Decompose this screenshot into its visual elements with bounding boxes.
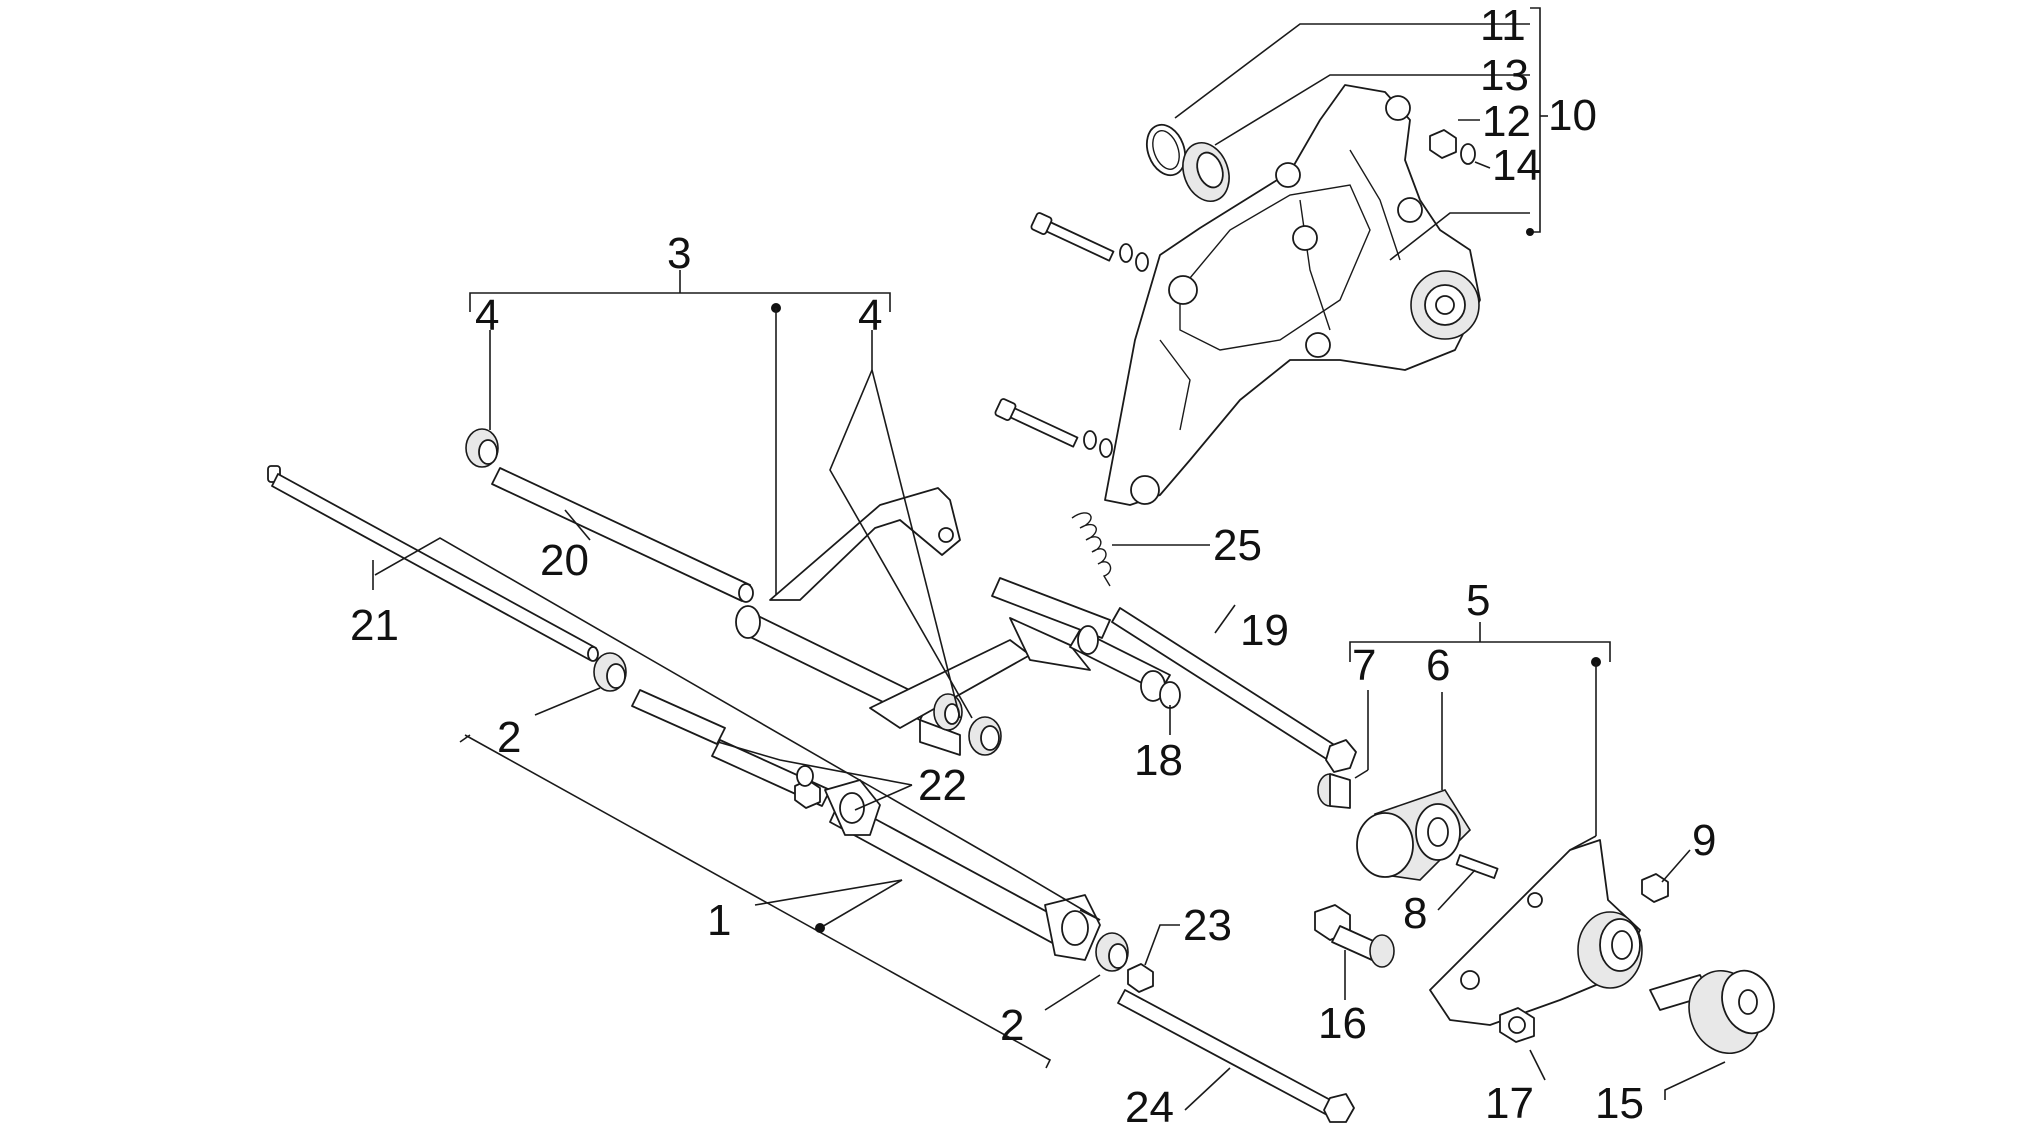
callout-11: 11 xyxy=(1480,1,1526,50)
callout-23: 23 xyxy=(1183,901,1232,950)
callout-18: 18 xyxy=(1134,736,1183,785)
callout-7: 7 xyxy=(1352,641,1376,690)
callout-8: 8 xyxy=(1403,889,1427,938)
callout-5: 5 xyxy=(1466,576,1490,625)
callout-labels: 11 13 12 10 14 3 4 4 25 20 5 21 19 7 6 2… xyxy=(350,1,1716,1127)
callout-12: 12 xyxy=(1482,97,1531,146)
callout-2-upper: 2 xyxy=(497,713,521,762)
callout-19: 19 xyxy=(1240,606,1289,655)
callout-3: 3 xyxy=(667,229,691,278)
callout-9: 9 xyxy=(1692,816,1716,865)
lower-swingarm-tube xyxy=(593,652,1154,993)
leader-lines xyxy=(372,7,1726,1111)
callout-2-lower: 2 xyxy=(1000,1001,1024,1050)
callout-4-right: 4 xyxy=(858,291,882,340)
swingarm-housing xyxy=(994,84,1481,506)
callout-25: 25 xyxy=(1213,521,1262,570)
callout-6: 6 xyxy=(1426,641,1450,690)
callout-22: 22 xyxy=(918,761,967,810)
swing-link-frame xyxy=(735,487,1181,756)
callout-4-left: 4 xyxy=(475,291,499,340)
long-bolt xyxy=(267,465,599,662)
lower-bolt xyxy=(1117,989,1355,1123)
callout-21: 21 xyxy=(350,601,399,650)
callout-24: 24 xyxy=(1125,1083,1174,1127)
callout-15: 15 xyxy=(1595,1079,1644,1127)
upper-tube xyxy=(465,428,754,603)
engine-mount xyxy=(1314,773,1775,1055)
callout-17: 17 xyxy=(1485,1079,1534,1127)
spring xyxy=(1071,512,1112,587)
callout-13: 13 xyxy=(1480,51,1529,100)
rod xyxy=(1111,607,1357,773)
callout-20: 20 xyxy=(540,536,589,585)
callout-16: 16 xyxy=(1318,999,1367,1048)
callout-1: 1 xyxy=(707,896,731,945)
callout-10: 10 xyxy=(1548,91,1597,140)
callout-14: 14 xyxy=(1492,141,1541,190)
